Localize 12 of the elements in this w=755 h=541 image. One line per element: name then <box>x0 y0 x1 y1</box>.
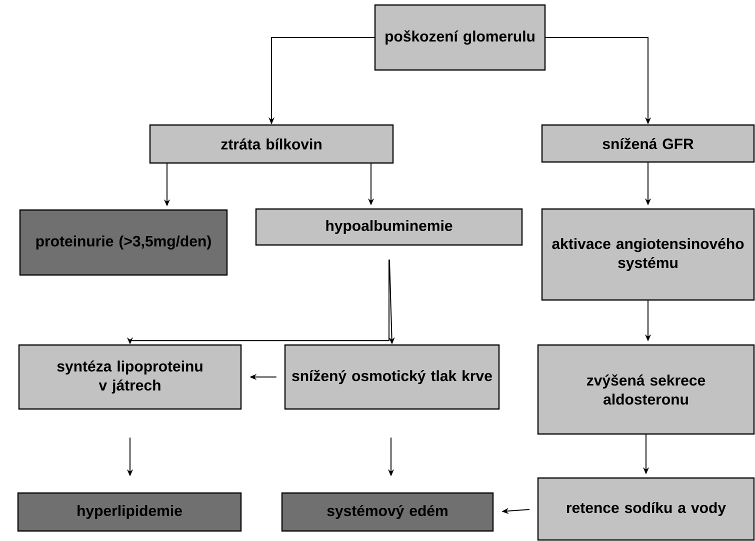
process-box: syntéza lipoproteinu v játrech <box>18 344 242 410</box>
process-box: retence sodíku a vody <box>537 477 755 541</box>
process-box: aktivace angiotensinového systému <box>541 208 755 301</box>
process-box: snížený osmotický tlak krve <box>284 344 500 410</box>
outcome-box: systémový edém <box>281 492 494 532</box>
process-box: ztráta bílkovin <box>149 124 394 164</box>
process-box: poškození glomerulu <box>374 4 546 71</box>
outcome-box: proteinurie (>3,5mg/den) <box>19 209 228 276</box>
process-box: zvýšená sekrece aldosteronu <box>537 344 755 435</box>
outcome-box: hyperlipidemie <box>17 492 242 532</box>
process-box: hypoalbuminemie <box>255 208 523 246</box>
process-box: snížená GFR <box>541 124 755 163</box>
